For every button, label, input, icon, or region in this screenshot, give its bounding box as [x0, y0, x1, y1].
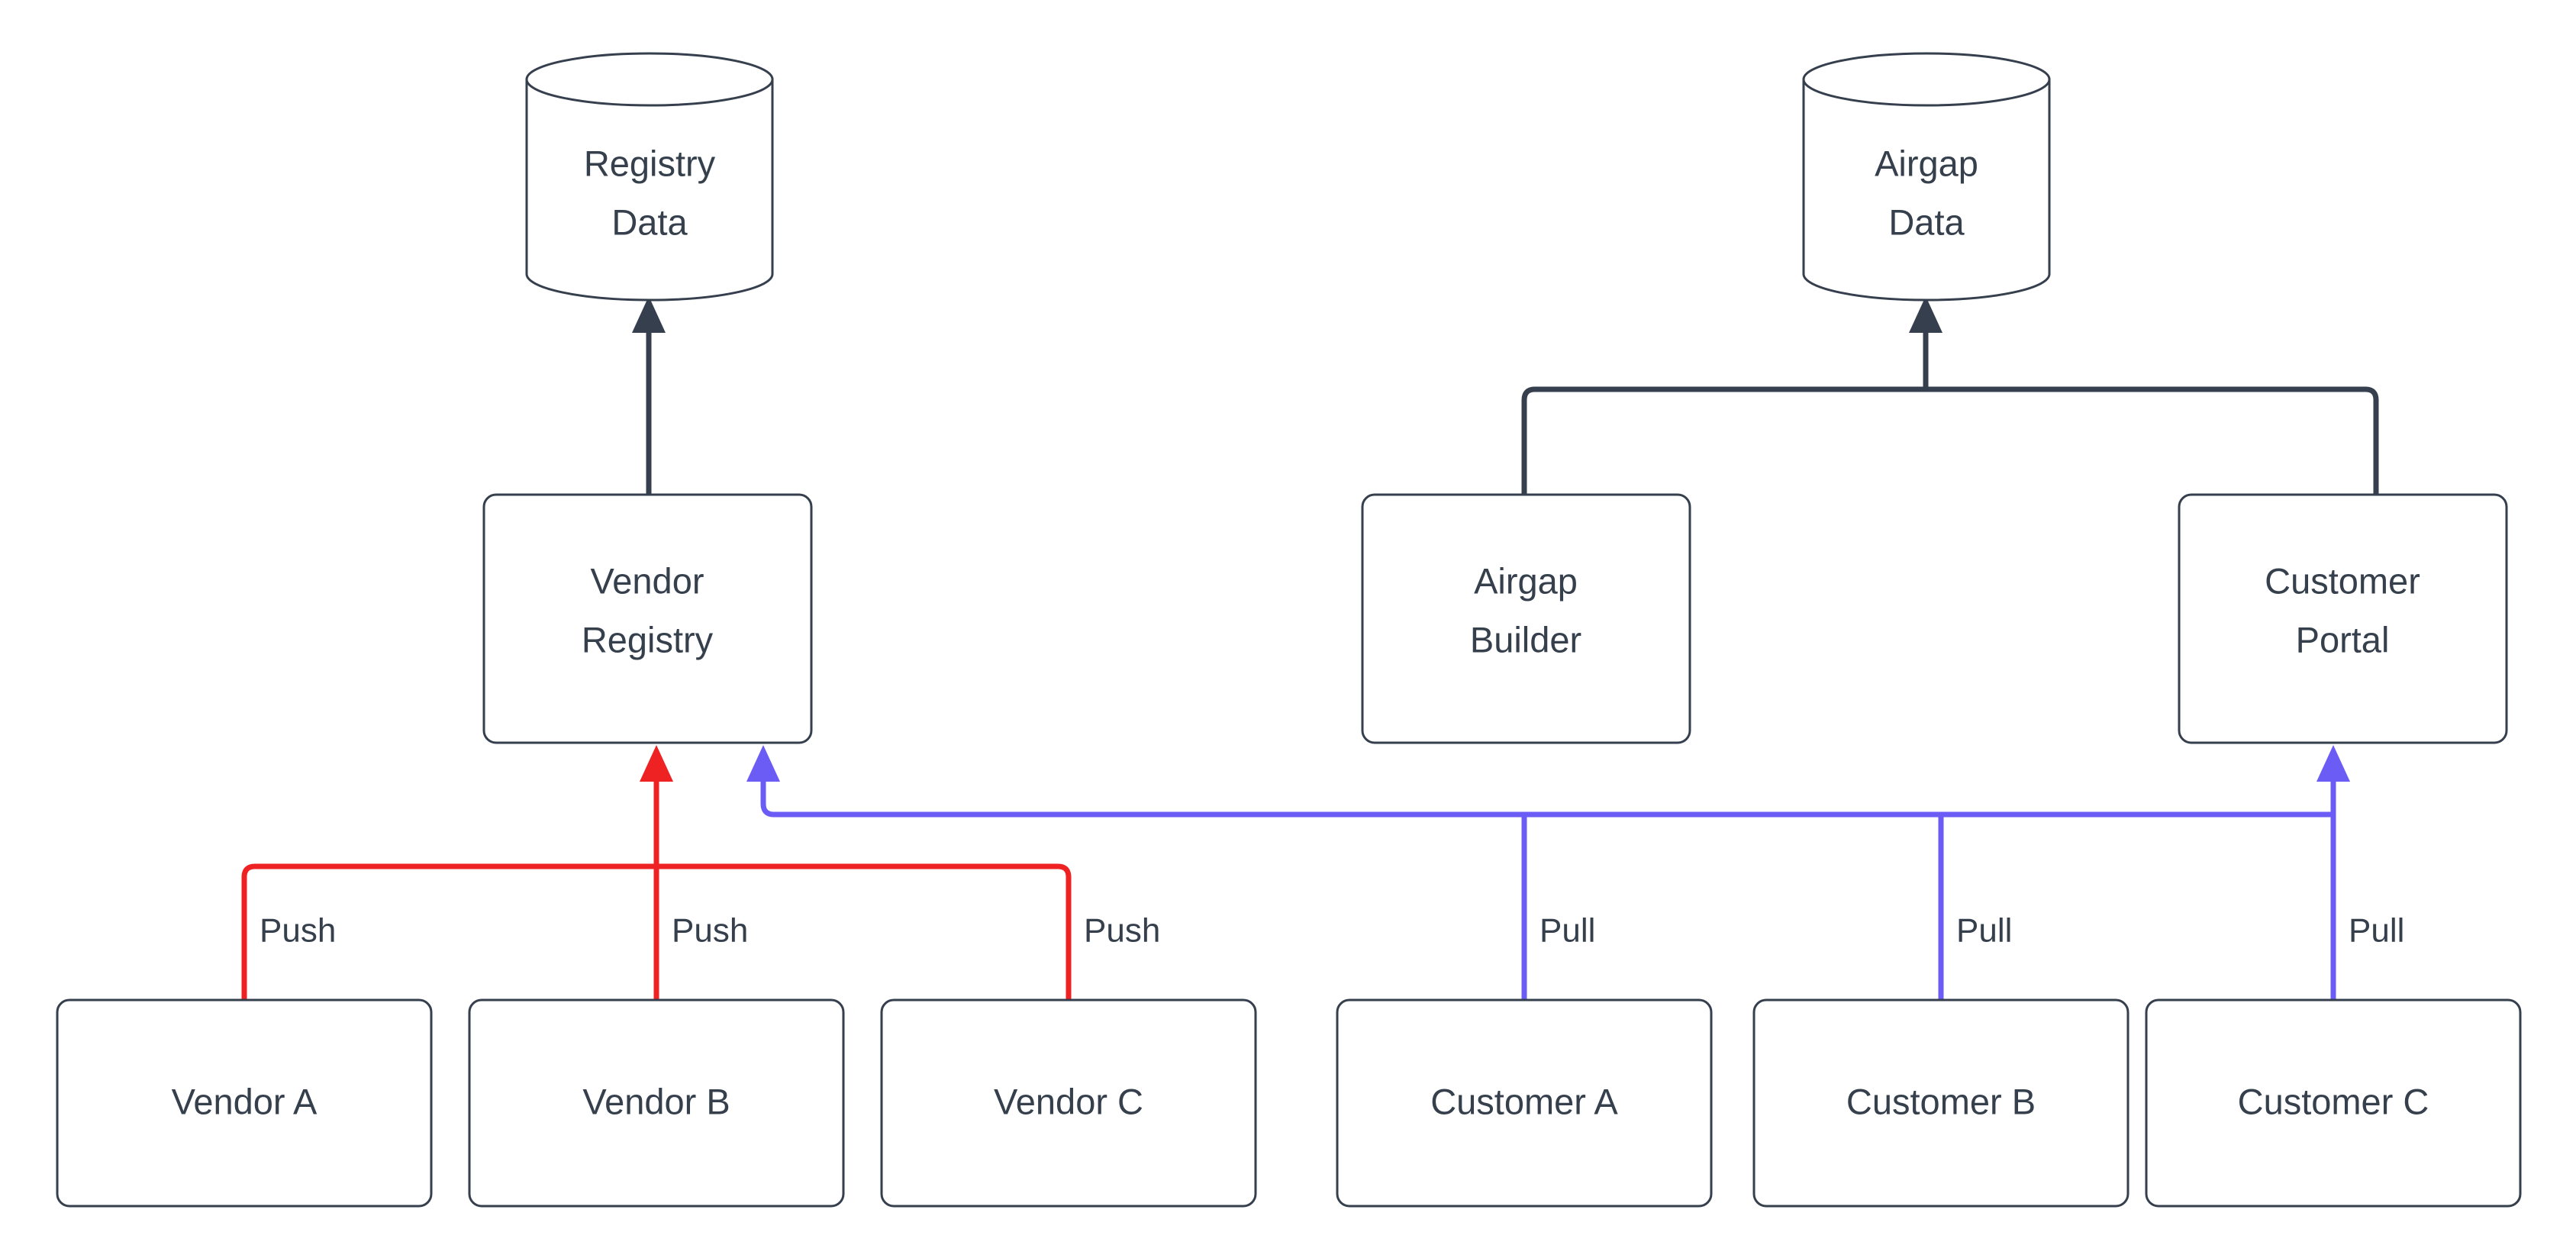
- arrow-head-icon: [1909, 296, 1942, 333]
- pull-bus-line: [760, 763, 2333, 818]
- datastore-airgap-data[interactable]: Airgap Data: [1802, 52, 2051, 302]
- actor-node-customer-b[interactable]: Customer B: [1752, 998, 2129, 1208]
- actor-label: Vendor B: [582, 1081, 730, 1121]
- actor-label: Customer B: [1846, 1081, 2036, 1121]
- actor-node-vendor-a[interactable]: Vendor A: [56, 998, 433, 1208]
- edge-airgap-bus-to-airgap-data: [1521, 296, 2379, 495]
- node-box: [482, 493, 813, 744]
- edge-label-pull-2: Pull: [1956, 912, 2012, 950]
- node-box: [2178, 493, 2508, 744]
- datastore-label-line2: Data: [1888, 202, 1965, 242]
- node-box: [56, 998, 433, 1208]
- edge-label-push-1: Push: [260, 912, 336, 950]
- edge-label-pull-1: Pull: [1539, 912, 1595, 950]
- actor-label: Vendor A: [172, 1081, 318, 1121]
- cylinder-body: [1802, 78, 2051, 302]
- actor-node-vendor-c[interactable]: Vendor C: [880, 998, 1257, 1208]
- actor-node-vendor-b[interactable]: Vendor B: [468, 998, 845, 1208]
- cylinder-body: [525, 78, 774, 302]
- datastore-label-line1: Airgap: [1875, 143, 1978, 183]
- arrow-head-icon: [746, 745, 780, 782]
- actor-node-customer-a[interactable]: Customer A: [1336, 998, 1713, 1208]
- edge-label-push-2: Push: [672, 912, 748, 950]
- arrow-head-icon: [632, 296, 666, 333]
- datastore-label-line1: Registry: [584, 143, 716, 183]
- service-label-line1: Customer: [2265, 560, 2420, 601]
- service-label-line2: Builder: [1470, 619, 1581, 660]
- node-box: [2145, 998, 2522, 1208]
- node-box: [1752, 998, 2129, 1208]
- service-node-customer-portal[interactable]: Customer Portal: [2178, 493, 2508, 744]
- service-label-line2: Registry: [582, 619, 714, 660]
- node-box: [468, 998, 845, 1208]
- arrow-head-icon: [640, 745, 673, 782]
- service-label-line2: Portal: [2296, 619, 2390, 660]
- service-node-vendor-registry[interactable]: Vendor Registry: [482, 493, 813, 744]
- datastore-registry-data[interactable]: Registry Data: [525, 52, 774, 302]
- actor-label: Customer C: [2238, 1081, 2429, 1121]
- edge-line: [1521, 386, 2379, 495]
- node-box: [880, 998, 1257, 1208]
- service-node-airgap-builder[interactable]: Airgap Builder: [1361, 493, 1691, 744]
- node-box: [1336, 998, 1713, 1208]
- edge-group-push: [241, 745, 1072, 1000]
- node-box: [1361, 493, 1691, 744]
- service-label-line1: Airgap: [1474, 560, 1578, 601]
- cylinder-top-ellipse: [1802, 52, 2051, 107]
- arrow-head-icon: [2316, 745, 2350, 782]
- edge-vendor-registry-to-registry-data: [632, 296, 666, 495]
- service-label-line1: Vendor: [591, 560, 704, 601]
- cylinder-top-ellipse: [525, 52, 774, 107]
- edge-group-pull: [746, 745, 2350, 1000]
- datastore-label-line2: Data: [611, 202, 688, 242]
- actor-label: Customer A: [1430, 1081, 1618, 1121]
- edge-label-pull-3: Pull: [2349, 912, 2404, 950]
- actor-label: Vendor C: [994, 1081, 1143, 1121]
- actor-node-customer-c[interactable]: Customer C: [2145, 998, 2522, 1208]
- edge-label-push-3: Push: [1084, 912, 1160, 950]
